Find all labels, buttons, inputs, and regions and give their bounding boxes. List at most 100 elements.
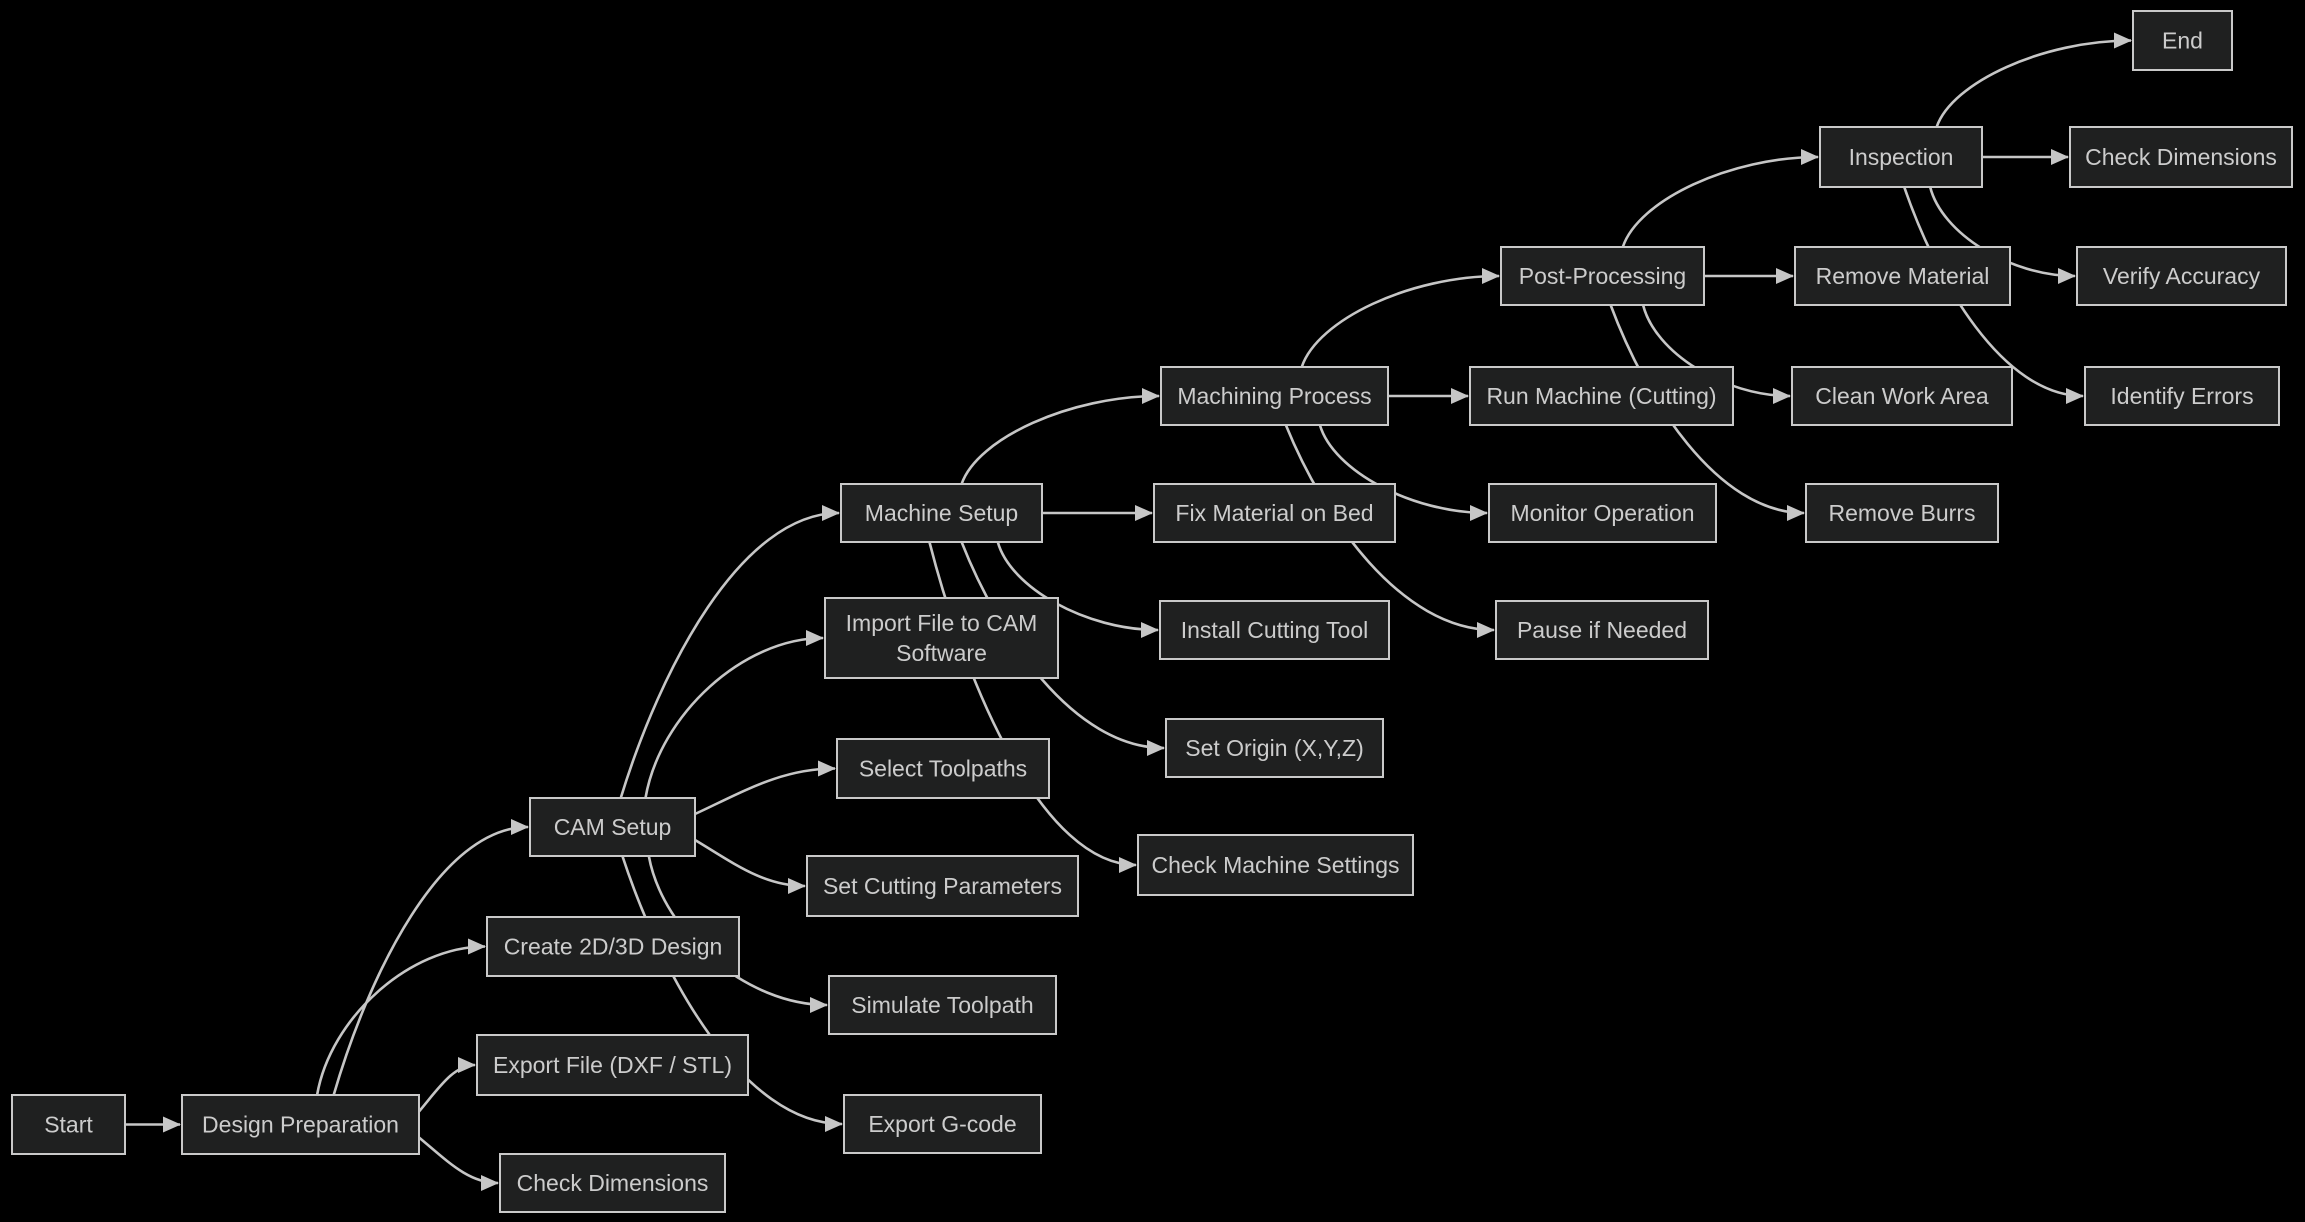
node-label: Inspection [1849, 144, 1954, 170]
edge-machine-setup-to-set-origin [960, 541, 1165, 756]
node-box [1495, 600, 1709, 660]
node-box [1488, 483, 1717, 543]
node-label: Clean Work Area [1815, 383, 1989, 409]
node-post-processing: Post-Processing [1500, 246, 1705, 306]
edge-design-prep-to-create-design [315, 938, 486, 1096]
edge-cam-setup-to-set-cutting [694, 838, 806, 894]
node-box [2069, 126, 2293, 188]
node-identify-errors: Identify Errors [2084, 366, 2280, 426]
node-box [476, 1034, 749, 1096]
node-export-file-dxf-stl: Export File (DXF / STL) [476, 1034, 749, 1096]
node-box [1791, 366, 2013, 426]
node-machine-setup: Machine Setup [840, 483, 1043, 543]
node-label: Pause if Needed [1517, 617, 1687, 643]
node-box [11, 1094, 126, 1155]
node-set-cutting-parameters: Set Cutting Parameters [806, 855, 1079, 917]
edge-design-prep-to-cam-setup [332, 819, 529, 1096]
node-remove-burrs: Remove Burrs [1805, 483, 1999, 543]
node-label: Fix Material on Bed [1175, 500, 1373, 526]
node-label: Create 2D/3D Design [504, 934, 723, 960]
node-box [486, 916, 740, 977]
node-label: Select Toolpaths [859, 756, 1027, 782]
node-box [1819, 126, 1983, 188]
node-check-dimensions-1: Check Dimensions [499, 1153, 726, 1213]
edge-machine-setup-to-check-machine [928, 541, 1137, 873]
node-cam-setup: CAM Setup [529, 797, 696, 857]
node-label: Export G-code [868, 1111, 1016, 1137]
node-box [1794, 246, 2011, 306]
edge-cam-setup-to-select-toolpaths [694, 760, 836, 816]
node-box [1153, 483, 1396, 543]
node-box [1159, 600, 1390, 660]
edge-machining-to-post-processing [1300, 268, 1500, 368]
node-label: Machining Process [1177, 383, 1371, 409]
edge-machining-to-pause-needed [1284, 424, 1495, 638]
node-label: Start [44, 1112, 93, 1138]
node-box [806, 855, 1079, 917]
node-box [1160, 366, 1389, 426]
edge-machine-setup-to-machining [960, 388, 1160, 485]
edge-design-prep-to-export-file [418, 1057, 476, 1113]
node-box [836, 738, 1050, 799]
node-box [843, 1094, 1042, 1154]
node-box [1469, 366, 1734, 426]
node-label: Set Cutting Parameters [823, 873, 1062, 899]
node-box [2084, 366, 2280, 426]
node-label: Remove Material [1816, 263, 1990, 289]
edge-inspection-to-identify-errors [1903, 186, 2084, 404]
node-box [499, 1153, 726, 1213]
node-pause-if-needed: Pause if Needed [1495, 600, 1709, 660]
node-box [1805, 483, 1999, 543]
node-end: End [2132, 10, 2233, 71]
node-verify-accuracy: Verify Accuracy [2076, 246, 2287, 306]
node-export-g-code: Export G-code [843, 1094, 1042, 1154]
node-label: Machine Setup [865, 500, 1018, 526]
node-design-preparation: Design Preparation [181, 1094, 420, 1155]
node-box [529, 797, 696, 857]
node-label: Check Dimensions [517, 1170, 709, 1196]
node-install-cutting-tool: Install Cutting Tool [1159, 600, 1390, 660]
edge-cam-setup-to-machine-setup [619, 505, 840, 799]
edge-inspection-to-end [1935, 32, 2132, 128]
edge-design-prep-to-check-dim-1 [418, 1136, 499, 1191]
node-remove-material: Remove Material [1794, 246, 2011, 306]
node-label: Post-Processing [1519, 263, 1686, 289]
node-box [1137, 834, 1414, 896]
node-run-machine-cutting: Run Machine (Cutting) [1469, 366, 1734, 426]
node-label: Monitor Operation [1510, 500, 1694, 526]
edge-post-processing-to-inspection [1621, 149, 1819, 248]
node-box [1500, 246, 1705, 306]
node-select-toolpaths: Select Toolpaths [836, 738, 1050, 799]
node-box [840, 483, 1043, 543]
edge-cam-setup-to-import-file [644, 630, 824, 799]
node-monitor-operation: Monitor Operation [1488, 483, 1717, 543]
node-create-2d-3d-design: Create 2D/3D Design [486, 916, 740, 977]
node-box [828, 975, 1057, 1035]
node-label: Set Origin (X,Y,Z) [1185, 735, 1364, 761]
node-label: Check Dimensions [2085, 144, 2277, 170]
node-label: Verify Accuracy [2103, 263, 2261, 289]
node-label: Identify Errors [2110, 383, 2253, 409]
node-box [2076, 246, 2287, 306]
node-label: Install Cutting Tool [1181, 617, 1369, 643]
node-set-origin-x-y-z: Set Origin (X,Y,Z) [1165, 718, 1384, 778]
node-fix-material-on-bed: Fix Material on Bed [1153, 483, 1396, 543]
node-label: Check Machine Settings [1151, 852, 1399, 878]
node-label: Run Machine (Cutting) [1486, 383, 1716, 409]
node-box [1165, 718, 1384, 778]
node-check-dimensions-2: Check Dimensions [2069, 126, 2293, 188]
node-label: Export File (DXF / STL) [493, 1052, 732, 1078]
node-simulate-toolpath: Simulate Toolpath [828, 975, 1057, 1035]
node-label: Design Preparation [202, 1112, 399, 1138]
node-label: Simulate Toolpath [851, 992, 1033, 1018]
node-box [2132, 10, 2233, 71]
edge-post-processing-to-remove-burrs [1609, 304, 1805, 521]
node-label: End [2162, 28, 2203, 54]
node-inspection: Inspection [1819, 126, 1983, 188]
node-start: Start [11, 1094, 126, 1155]
node-box [181, 1094, 420, 1155]
